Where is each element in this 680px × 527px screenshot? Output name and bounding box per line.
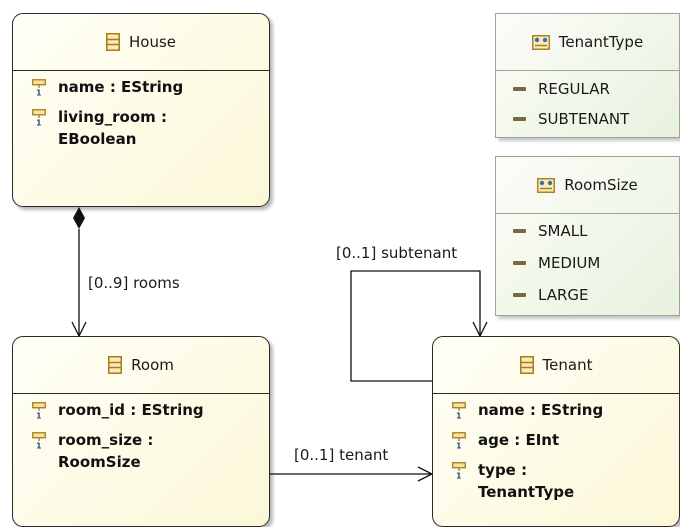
- eattribute-icon: 1: [452, 402, 466, 419]
- room-class-header: Room: [13, 337, 269, 393]
- eenum-icon: [531, 34, 550, 50]
- tenant-type-enum[interactable]: TenantType REGULAR SUBTENANT: [495, 13, 680, 138]
- tenant-attribute-type-line2: TenantType: [478, 483, 575, 501]
- tenant-attribute-type-line1: type :: [478, 461, 528, 479]
- rooms-reference-edge[interactable]: [71, 207, 87, 338]
- room-size-literal-small-text: SMALL: [538, 222, 588, 240]
- svg-text:1: 1: [456, 472, 462, 480]
- tenant-type-enum-name: TenantType: [558, 33, 644, 51]
- svg-text:1: 1: [456, 442, 462, 450]
- eenum-literal-icon: [513, 117, 526, 121]
- house-class-header: House: [13, 14, 269, 70]
- eenum-icon: [537, 177, 556, 193]
- eclass-icon: [519, 356, 534, 374]
- tenant-type-literal-regular-text: REGULAR: [538, 80, 610, 98]
- room-attribute-room-size-line1: room_size :: [58, 431, 154, 449]
- eenum-literal-icon: [513, 293, 526, 297]
- tenant-attribute-type[interactable]: 1 type : TenantType: [452, 459, 574, 503]
- room-size-enum-divider: [496, 213, 679, 214]
- room-attribute-room-size-line2: RoomSize: [58, 453, 141, 471]
- room-class[interactable]: Room 1 room_id : EString 1 room_size : R…: [12, 336, 270, 527]
- eclass-icon: [108, 356, 123, 374]
- house-attribute-living-room-line2: EBoolean: [58, 130, 137, 148]
- tenant-class-name: Tenant: [542, 356, 593, 374]
- tenant-class-header: Tenant: [433, 337, 679, 393]
- eenum-literal-icon: [513, 261, 526, 265]
- svg-text:1: 1: [456, 412, 462, 420]
- svg-text:1: 1: [36, 412, 42, 420]
- tenant-attribute-age[interactable]: 1 age : EInt: [452, 429, 559, 451]
- house-class-name: House: [128, 33, 176, 51]
- room-attribute-room-id[interactable]: 1 room_id : EString: [32, 399, 204, 421]
- room-attribute-room-id-text: room_id : EString: [58, 401, 204, 419]
- eenum-literal-icon: [513, 229, 526, 233]
- tenant-class-divider: [433, 393, 679, 394]
- eattribute-icon: 1: [32, 109, 46, 126]
- composition-diamond: [73, 207, 85, 229]
- room-class-name: Room: [131, 356, 174, 374]
- tenant-attribute-name-text: name : EString: [478, 401, 604, 419]
- tenant-reference-edge[interactable]: [268, 466, 434, 482]
- room-size-literal-medium[interactable]: MEDIUM: [513, 253, 600, 273]
- tenant-attribute-name[interactable]: 1 name : EString: [452, 399, 603, 421]
- house-attribute-living-room-line1: living_room :: [58, 108, 167, 126]
- eattribute-icon: 1: [32, 79, 46, 96]
- svg-text:1: 1: [36, 442, 42, 450]
- room-class-divider: [13, 393, 269, 394]
- room-size-literal-large-text: LARGE: [538, 286, 589, 304]
- house-attribute-name[interactable]: 1 name : EString: [32, 76, 183, 98]
- house-attribute-name-text: name : EString: [58, 78, 184, 96]
- house-class-divider: [13, 70, 269, 71]
- svg-text:1: 1: [36, 89, 42, 97]
- room-size-literal-small[interactable]: SMALL: [513, 221, 587, 241]
- room-attribute-room-size[interactable]: 1 room_size : RoomSize: [32, 429, 153, 473]
- rooms-reference-label: [0..9] rooms: [88, 274, 180, 292]
- eenum-literal-icon: [513, 87, 526, 91]
- tenant-type-literal-regular[interactable]: REGULAR: [513, 79, 610, 99]
- tenant-type-literal-subtenant-text: SUBTENANT: [538, 110, 630, 128]
- svg-text:1: 1: [36, 119, 42, 127]
- room-size-enum-name: RoomSize: [564, 176, 638, 194]
- eattribute-icon: 1: [32, 402, 46, 419]
- tenant-reference-label: [0..1] tenant: [294, 446, 389, 464]
- tenant-class[interactable]: Tenant 1 name : EString 1 age : EInt: [432, 336, 680, 527]
- eattribute-icon: 1: [452, 432, 466, 449]
- eclass-icon: [105, 33, 120, 51]
- room-size-literal-medium-text: MEDIUM: [538, 254, 601, 272]
- tenant-attribute-age-text: age : EInt: [478, 431, 560, 449]
- tenant-type-literal-subtenant[interactable]: SUBTENANT: [513, 109, 629, 129]
- house-class[interactable]: House 1 name : EString 1 living_room : E…: [12, 13, 270, 207]
- eattribute-icon: 1: [32, 432, 46, 449]
- house-attribute-living-room[interactable]: 1 living_room : EBoolean: [32, 106, 167, 150]
- subtenant-reference-label: [0..1] subtenant: [336, 244, 458, 262]
- room-size-enum[interactable]: RoomSize SMALL MEDIUM LARGE: [495, 156, 680, 316]
- tenant-type-enum-divider: [496, 70, 679, 71]
- room-size-enum-header: RoomSize: [496, 157, 679, 213]
- room-size-literal-large[interactable]: LARGE: [513, 285, 589, 305]
- tenant-type-enum-header: TenantType: [496, 14, 679, 70]
- eattribute-icon: 1: [452, 462, 466, 479]
